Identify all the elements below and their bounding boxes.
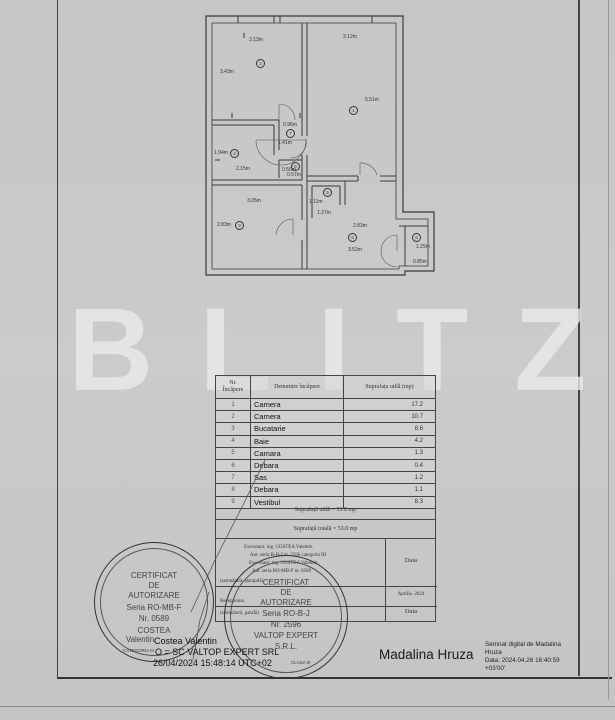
room-marker: 3 — [235, 221, 244, 230]
floor-plan: 3.13m 3.12m 3.43m 5.51m 0.96m 1.41m 1.94… — [0, 0, 615, 300]
stamp-text: AUTORIZARE — [260, 598, 312, 607]
room-marker: 7 — [286, 129, 295, 138]
stamp-text: Seria RO-MB-F — [126, 603, 182, 612]
digital-signer-name: Madalina Hruza — [379, 647, 474, 662]
dimension-label: 3.05m — [247, 198, 261, 204]
frame-right-border — [578, 0, 580, 676]
room-area: 17.2 — [343, 397, 436, 412]
room-marker: 5 — [323, 188, 332, 197]
signed-by-label-cont: Hruza — [485, 649, 502, 656]
header-room-name: Denumire încăpere — [250, 375, 344, 399]
dimension-label: 2.83m — [353, 223, 367, 229]
paper-fold-line — [0, 706, 615, 707]
sheet-edge — [608, 0, 609, 700]
executant-line: Executant: ing. COSTEA Valentin — [244, 545, 313, 550]
stamp-text: COSTEA — [137, 626, 171, 635]
stamp-text: Seria RO-B-J — [262, 609, 310, 618]
dimension-label: 0.85m — [413, 259, 427, 265]
date-header: Data — [404, 557, 418, 564]
digital-signer-org: O = SC VALTOP EXPERT SRL — [155, 647, 280, 657]
dimension-label: 0.57m — [287, 172, 301, 178]
date-value: Aprilie, 2024 — [397, 592, 425, 597]
digital-signature-meta: Semnat digital de Madalina Hruza Data: 2… — [485, 641, 561, 673]
dimension-label: 5.51m — [365, 97, 379, 103]
stamp-inner-ring — [100, 548, 208, 656]
stamp-text: DE — [148, 581, 160, 590]
room-marker: 8 — [412, 233, 421, 242]
digital-signature-timestamp: 26/04/2024 15:48:14 UTC+02 — [153, 658, 272, 668]
floor-plan-drawing — [205, 15, 435, 276]
execution-details — [216, 539, 386, 621]
room-marker: 6 — [291, 162, 300, 171]
dimension-label: 3.52m — [348, 247, 362, 253]
dimension-label: 1.27m — [317, 210, 331, 216]
dimension-label: 3.13m — [249, 37, 263, 43]
dimension-label: 1.29m — [416, 244, 430, 250]
stamp-category: CLASA III — [291, 660, 311, 665]
stamp-text: AUTORIZARE — [128, 591, 180, 600]
dimension-label: 2.83m — [217, 222, 231, 228]
dimension-label: 1.94m — [214, 150, 228, 156]
dimension-label: 0.96m — [283, 122, 297, 128]
stamp-text: CERTIFICAT — [262, 578, 310, 587]
stamp-text: VALTOP EXPERT — [253, 631, 319, 640]
dimension-label: 3.43m — [220, 69, 234, 75]
page-frame — [57, 0, 612, 679]
stamp-text: Nr. 2596 — [270, 620, 302, 629]
dimension-label: 2.15m — [236, 166, 250, 172]
room-area: 8.3 — [343, 495, 436, 509]
authorization-stamp-left: CERTIFICAT DE AUTORIZARE Seria RO-MB-F N… — [94, 542, 214, 662]
room-marker: 9 — [348, 233, 357, 242]
table-header-row: Nr. Încăpere Denumire încăpere Suprafața… — [215, 375, 436, 399]
dimension-label: 1.11m — [309, 199, 323, 205]
date-header: Data — [404, 608, 418, 615]
authorization-stamp-right: CERTIFICAT DE AUTORIZARE Seria RO-B-J Nr… — [224, 555, 348, 679]
useful-area-summary: Suprafață utilă = 53.0 mp — [215, 501, 436, 520]
stamp-text: S.R.L. — [274, 642, 298, 651]
stamp-text: DE — [280, 588, 292, 597]
stamp-text: CERTIFICAT — [130, 571, 178, 580]
signed-by-label: Semnat digital de Madalina — [485, 641, 561, 648]
dimension-label: 1.41m — [278, 140, 292, 146]
signature-date: Data: 2024.04.26 16:40:59 — [485, 657, 560, 664]
digital-signer-name: Costea Valentin — [154, 636, 217, 646]
header-useful-area: Suprafața utilă (mp) — [343, 375, 436, 399]
room-marker: 1 — [349, 106, 358, 115]
room-name: Vestibul — [250, 495, 344, 509]
room-marker: 4 — [230, 149, 239, 158]
header-room-number: Nr. Încăpere — [215, 375, 251, 399]
stamp-category: CATEGORIA III — [123, 648, 154, 653]
signature-offset: +03'00' — [485, 665, 506, 672]
room-marker: 2 — [256, 59, 265, 68]
dimension-label: 3.12m — [343, 34, 357, 40]
stamp-text: Nr. 0589 — [138, 614, 170, 623]
dimension-label: 0.56m — [282, 167, 296, 173]
stamp-text: Valentin — [125, 635, 155, 644]
stamp-inner-ring — [230, 561, 342, 673]
room-area-table: Nr. Încăpere Denumire încăpere Suprafața… — [215, 375, 436, 509]
total-area-summary: Suprafață totală = 53.0 mp — [215, 520, 436, 539]
